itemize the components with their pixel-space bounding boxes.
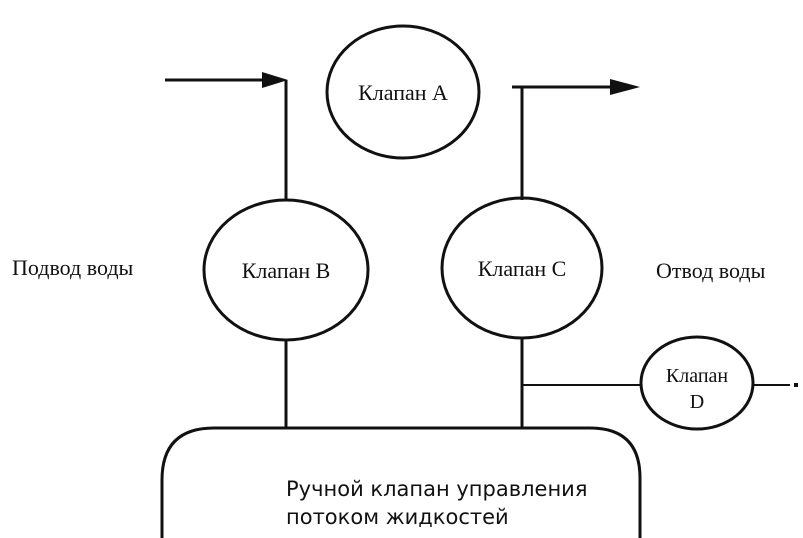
valve-b: Клапан B	[202, 198, 370, 342]
valve-d-label-line1: Клапан	[666, 365, 729, 387]
pipe-end-dot	[794, 383, 798, 387]
valve-d: Клапан D	[639, 335, 755, 431]
tank-label-line2: потоком жидкостей	[286, 505, 509, 529]
water-supply-label: Подвод воды	[12, 255, 134, 280]
water-outlet-label: Отвод воды	[656, 258, 766, 283]
valve-a: Клапан A	[325, 24, 481, 160]
valve-a-label: Клапан A	[358, 80, 448, 105]
valve-b-label: Клапан B	[242, 258, 331, 283]
outlet-arrow	[512, 79, 640, 95]
manual-flow-control-tank: Ручной клапан управления потоком жидкост…	[160, 426, 642, 538]
inlet-arrow	[165, 72, 288, 88]
valve-d-label-line2: D	[690, 391, 704, 413]
valve-c-label: Клапан C	[478, 256, 567, 281]
tank-label-line1: Ручной клапан управления	[286, 477, 587, 501]
valve-c: Клапан C	[440, 196, 604, 340]
